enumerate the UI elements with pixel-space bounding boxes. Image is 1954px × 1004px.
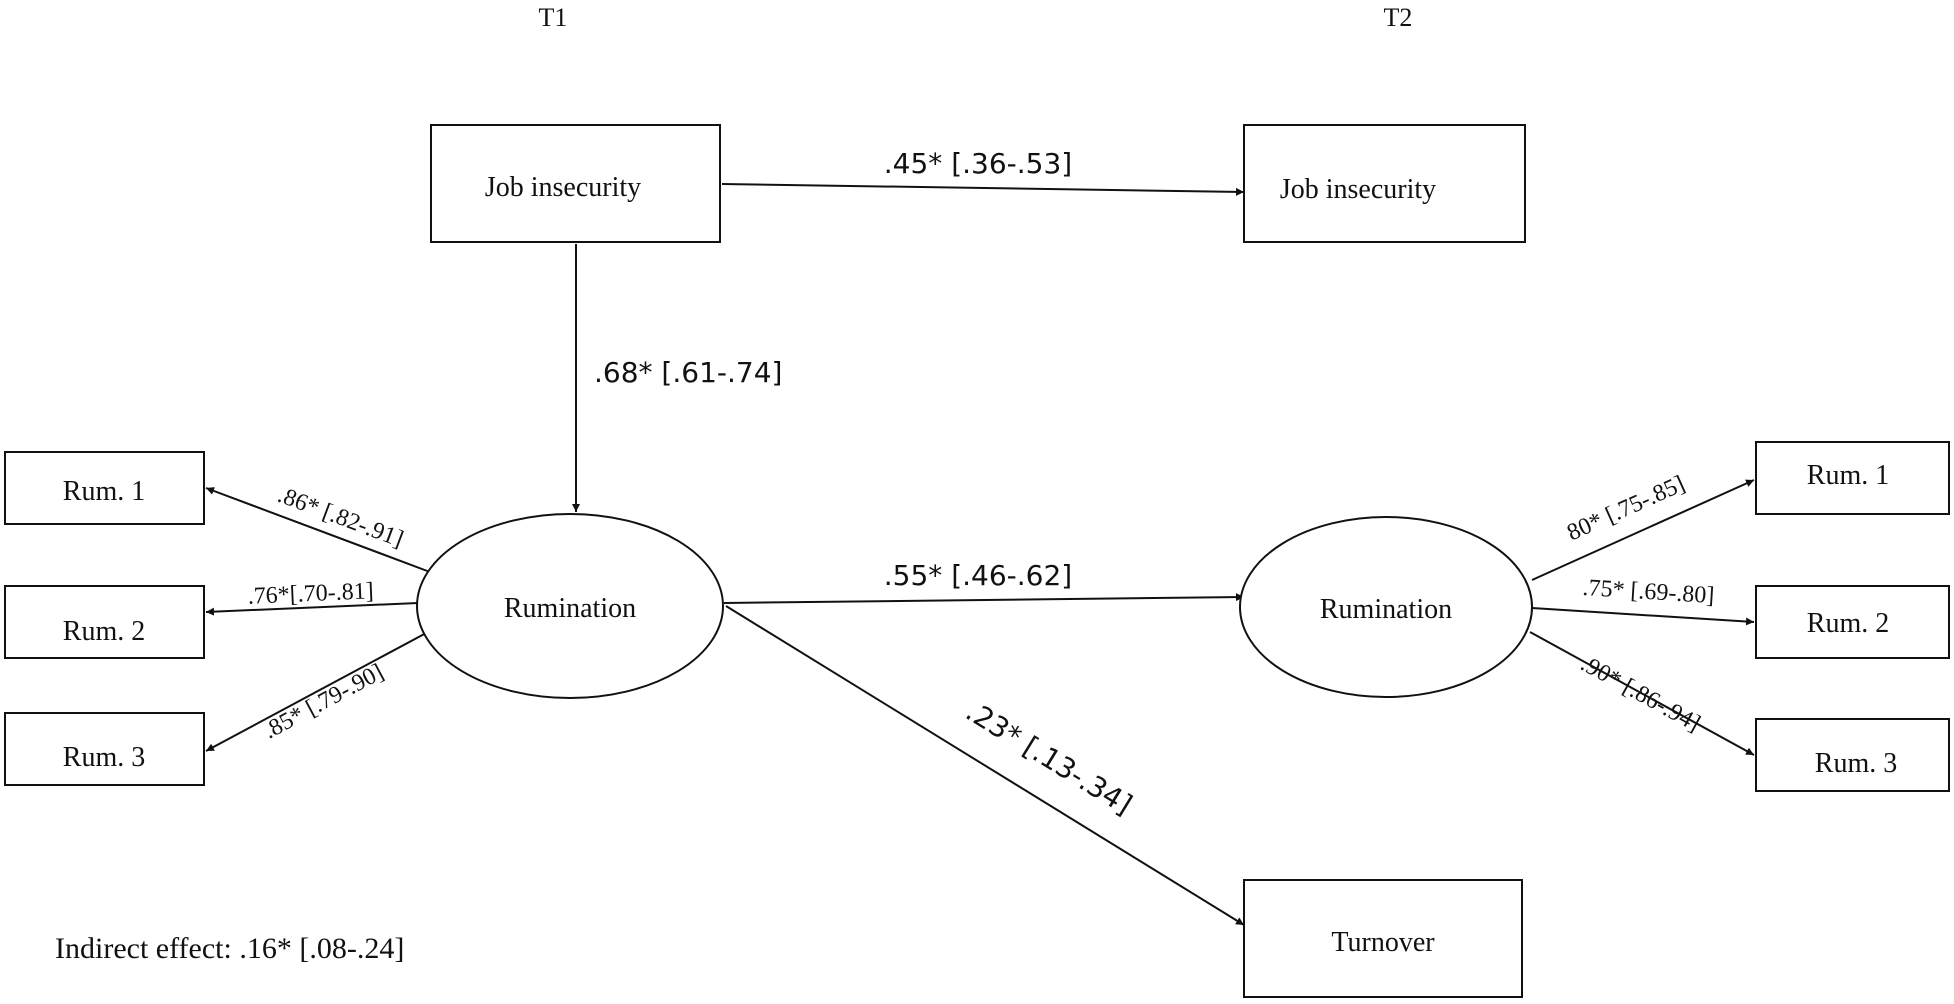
path-arrow-ji-t1-to-ji-t2: [721, 183, 1245, 196]
node-label: Turnover: [1331, 927, 1435, 958]
time-label-t1: T1: [539, 3, 568, 32]
node-label: Rumination: [1320, 594, 1452, 625]
path-arrow-rumination-t1-to-turnover: [725, 605, 1245, 926]
node-job-insecurity-t1: Job insecurity: [430, 124, 721, 243]
node-rum3-t2: Rum. 3: [1755, 718, 1950, 792]
indirect-effect-label: Indirect effect: .16* [.08-.24]: [55, 932, 404, 965]
node-rum1-t1: Rum. 1: [4, 451, 205, 525]
coef-label-rumination-t1-to-rum1: .86* [.82-.91]: [274, 482, 407, 553]
loading-arrow-rumination-t1-to-rum3: [205, 631, 429, 752]
loading-arrow-rumination-t1-to-rum2: [205, 602, 419, 616]
coef-label-ji-t1-to-ji-t2: .45* [.36-.53]: [884, 147, 1072, 180]
node-rum1-t2: Rum. 1: [1755, 441, 1950, 515]
coef-label-ji-t1-to-rumination-t1: .68* [.61-.74]: [594, 356, 782, 389]
time-label-t2: T2: [1384, 3, 1413, 32]
node-label: Rumination: [504, 593, 636, 624]
coef-label-rumination-t2-to-rum2: .75* [.69-.80]: [1582, 575, 1715, 609]
node-label: Rum. 2: [1807, 608, 1889, 639]
coef-label-rumination-t1-to-turnover: .23* [.13-.34]: [960, 694, 1138, 821]
node-label: Rum. 3: [63, 742, 145, 773]
node-turnover: Turnover: [1243, 879, 1523, 998]
node-label: Job insecurity: [485, 172, 641, 203]
loading-arrow-rumination-t1-to-rum1: [205, 487, 431, 573]
node-label: Rum. 1: [63, 476, 145, 507]
coef-label-rumination-t2-to-rum1: 80* [.75-.85]: [1563, 471, 1689, 546]
coef-label-rumination-t1-to-rum3: .85* [.79-.90]: [259, 659, 388, 744]
coef-label-rumination-t1-to-rumination-t2: .55* [.46-.62]: [884, 559, 1072, 592]
node-label: Rum. 2: [63, 616, 145, 647]
path-arrow-rumination-t1-to-rumination-t2: [723, 593, 1245, 604]
node-label: Rum. 3: [1815, 748, 1897, 779]
node-label: Job insecurity: [1280, 174, 1436, 205]
coef-label-rumination-t2-to-rum3: .90* [.86-.94]: [1576, 651, 1704, 737]
node-rumination-t1: Rumination: [416, 513, 724, 699]
node-rum2-t1: Rum. 2: [4, 585, 205, 659]
node-job-insecurity-t2: Job insecurity: [1243, 124, 1526, 243]
node-rumination-t2: Rumination: [1239, 516, 1533, 698]
loading-arrow-rumination-t2-to-rum2: [1531, 607, 1755, 626]
coef-label-rumination-t1-to-rum2: .76*[.70-.81]: [247, 578, 374, 609]
node-label: Rum. 1: [1807, 460, 1889, 491]
node-rum2-t2: Rum. 2: [1755, 585, 1950, 659]
loading-arrow-rumination-t2-to-rum1: [1531, 479, 1755, 581]
loading-arrow-rumination-t2-to-rum3: [1529, 631, 1755, 756]
node-rum3-t1: Rum. 3: [4, 712, 205, 786]
